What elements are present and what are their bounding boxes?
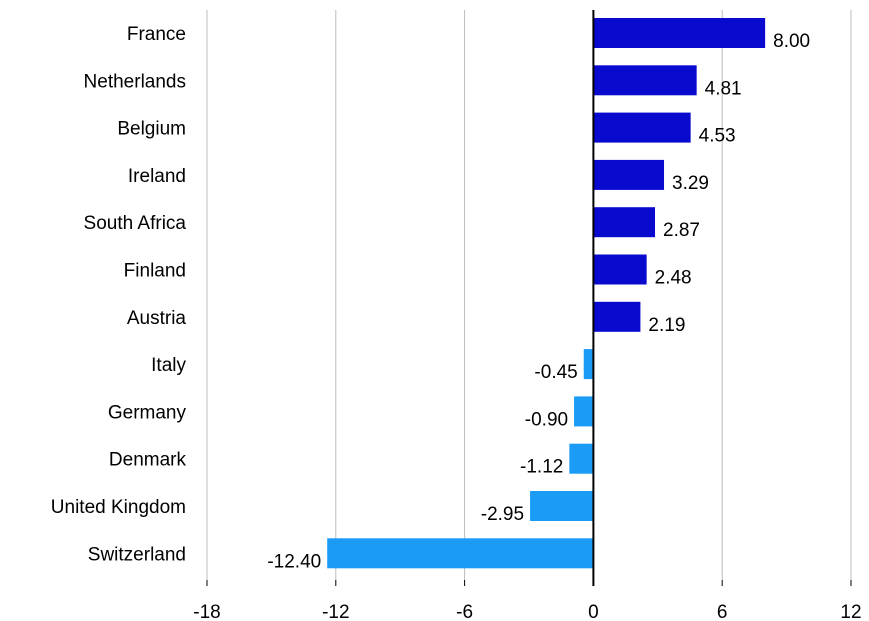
x-tick-label: -18 — [193, 602, 220, 621]
data-label: -2.95 — [481, 504, 524, 525]
data-label: 3.29 — [672, 173, 709, 194]
x-tick-label: 6 — [717, 602, 728, 621]
bar-ireland — [593, 159, 665, 190]
bars — [327, 18, 766, 569]
category-label: Switzerland — [88, 544, 186, 565]
bar-switzerland — [327, 538, 594, 569]
data-label: 8.00 — [773, 31, 810, 52]
bar-finland — [593, 254, 647, 285]
category-label: Austria — [127, 308, 187, 329]
bar-france — [593, 18, 766, 48]
bar-germany — [574, 396, 594, 427]
category-label: South Africa — [84, 213, 187, 234]
data-label: -0.45 — [534, 362, 577, 383]
data-label: 4.53 — [699, 126, 736, 147]
category-label: France — [127, 24, 186, 45]
category-label: Finland — [124, 261, 186, 282]
x-tick-label: 12 — [840, 602, 861, 621]
value-labels: 8.00 4.81 4.53 3.29 2.87 2.48 2.19 -0.45 -0.90 -1… — [267, 31, 810, 572]
bar-south-africa — [593, 207, 656, 238]
bar-belgium — [593, 112, 691, 143]
data-label: 2.48 — [655, 268, 692, 289]
bar-italy — [583, 349, 594, 380]
category-label: Denmark — [109, 450, 187, 471]
bar-austria — [593, 301, 641, 332]
x-axis-tick-labels: -18 -12 -6 0 6 12 — [193, 580, 862, 621]
category-label: Netherlands — [84, 71, 186, 92]
bar-denmark — [569, 443, 594, 474]
data-label: -12.40 — [267, 551, 321, 572]
data-label: 2.19 — [648, 315, 685, 336]
category-label: Germany — [108, 402, 187, 423]
bar-netherlands — [593, 65, 697, 96]
data-label: 2.87 — [663, 220, 700, 241]
category-label: Ireland — [128, 166, 186, 187]
data-label: -1.12 — [520, 457, 563, 478]
category-label: United Kingdom — [51, 497, 186, 518]
x-tick-label: -6 — [456, 602, 473, 621]
bar-united-kingdom — [530, 491, 594, 521]
category-label: Italy — [151, 355, 186, 376]
grid-lines — [206, 10, 852, 580]
data-label: 4.81 — [705, 78, 742, 99]
data-label: -0.90 — [525, 409, 568, 430]
x-tick-label: -12 — [322, 602, 349, 621]
x-tick-label: 0 — [588, 602, 599, 621]
category-label: Belgium — [117, 119, 186, 140]
